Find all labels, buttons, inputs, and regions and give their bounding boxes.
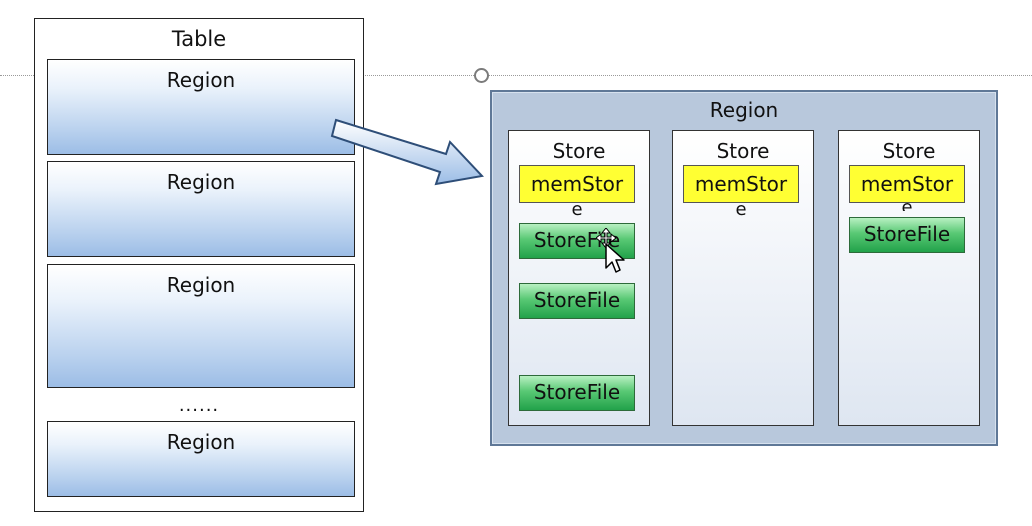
right-arrow-icon xyxy=(330,118,485,186)
table-region-label: Region xyxy=(166,170,236,194)
table-region-label: Region xyxy=(166,430,236,454)
table-region-label: Region xyxy=(166,273,236,297)
slide-guide-line xyxy=(0,75,1032,76)
table-ellipsis: ...... xyxy=(178,395,220,416)
memstore-box: memStor xyxy=(849,165,965,203)
region-detail: Region Store memStor e StoreFile StoreFi… xyxy=(490,90,998,446)
memstore-wrap-text: e xyxy=(901,199,913,211)
storefile-box: StoreFile xyxy=(519,283,635,319)
store-label: Store xyxy=(882,139,936,163)
memstore-box: memStor xyxy=(683,165,799,203)
table-title: Table xyxy=(171,27,227,51)
memstore-box: memStor xyxy=(519,165,635,203)
store-label: Store xyxy=(716,139,770,163)
store-label: Store xyxy=(552,139,606,163)
table-region-label: Region xyxy=(166,68,236,92)
mouse-cursor-icon xyxy=(596,228,625,273)
selection-handle[interactable] xyxy=(474,68,489,83)
table-region-last: Region xyxy=(47,421,355,497)
memstore-wrap-text: e xyxy=(735,199,747,220)
table-region-1: Region xyxy=(47,59,355,155)
table-region-3: Region xyxy=(47,264,355,388)
storefile-box: StoreFile xyxy=(519,375,635,411)
store-3: Store memStor e StoreFile xyxy=(838,130,980,426)
table-box: Table Region Region Region ...... Region xyxy=(34,18,364,512)
region-detail-title: Region xyxy=(709,98,779,122)
table-region-2: Region xyxy=(47,161,355,257)
store-2: Store memStor e xyxy=(672,130,814,426)
store-1: Store memStor e StoreFile StoreFile Stor… xyxy=(508,130,650,426)
memstore-wrap-text: e xyxy=(571,199,583,220)
storefile-box: StoreFile xyxy=(849,217,965,253)
